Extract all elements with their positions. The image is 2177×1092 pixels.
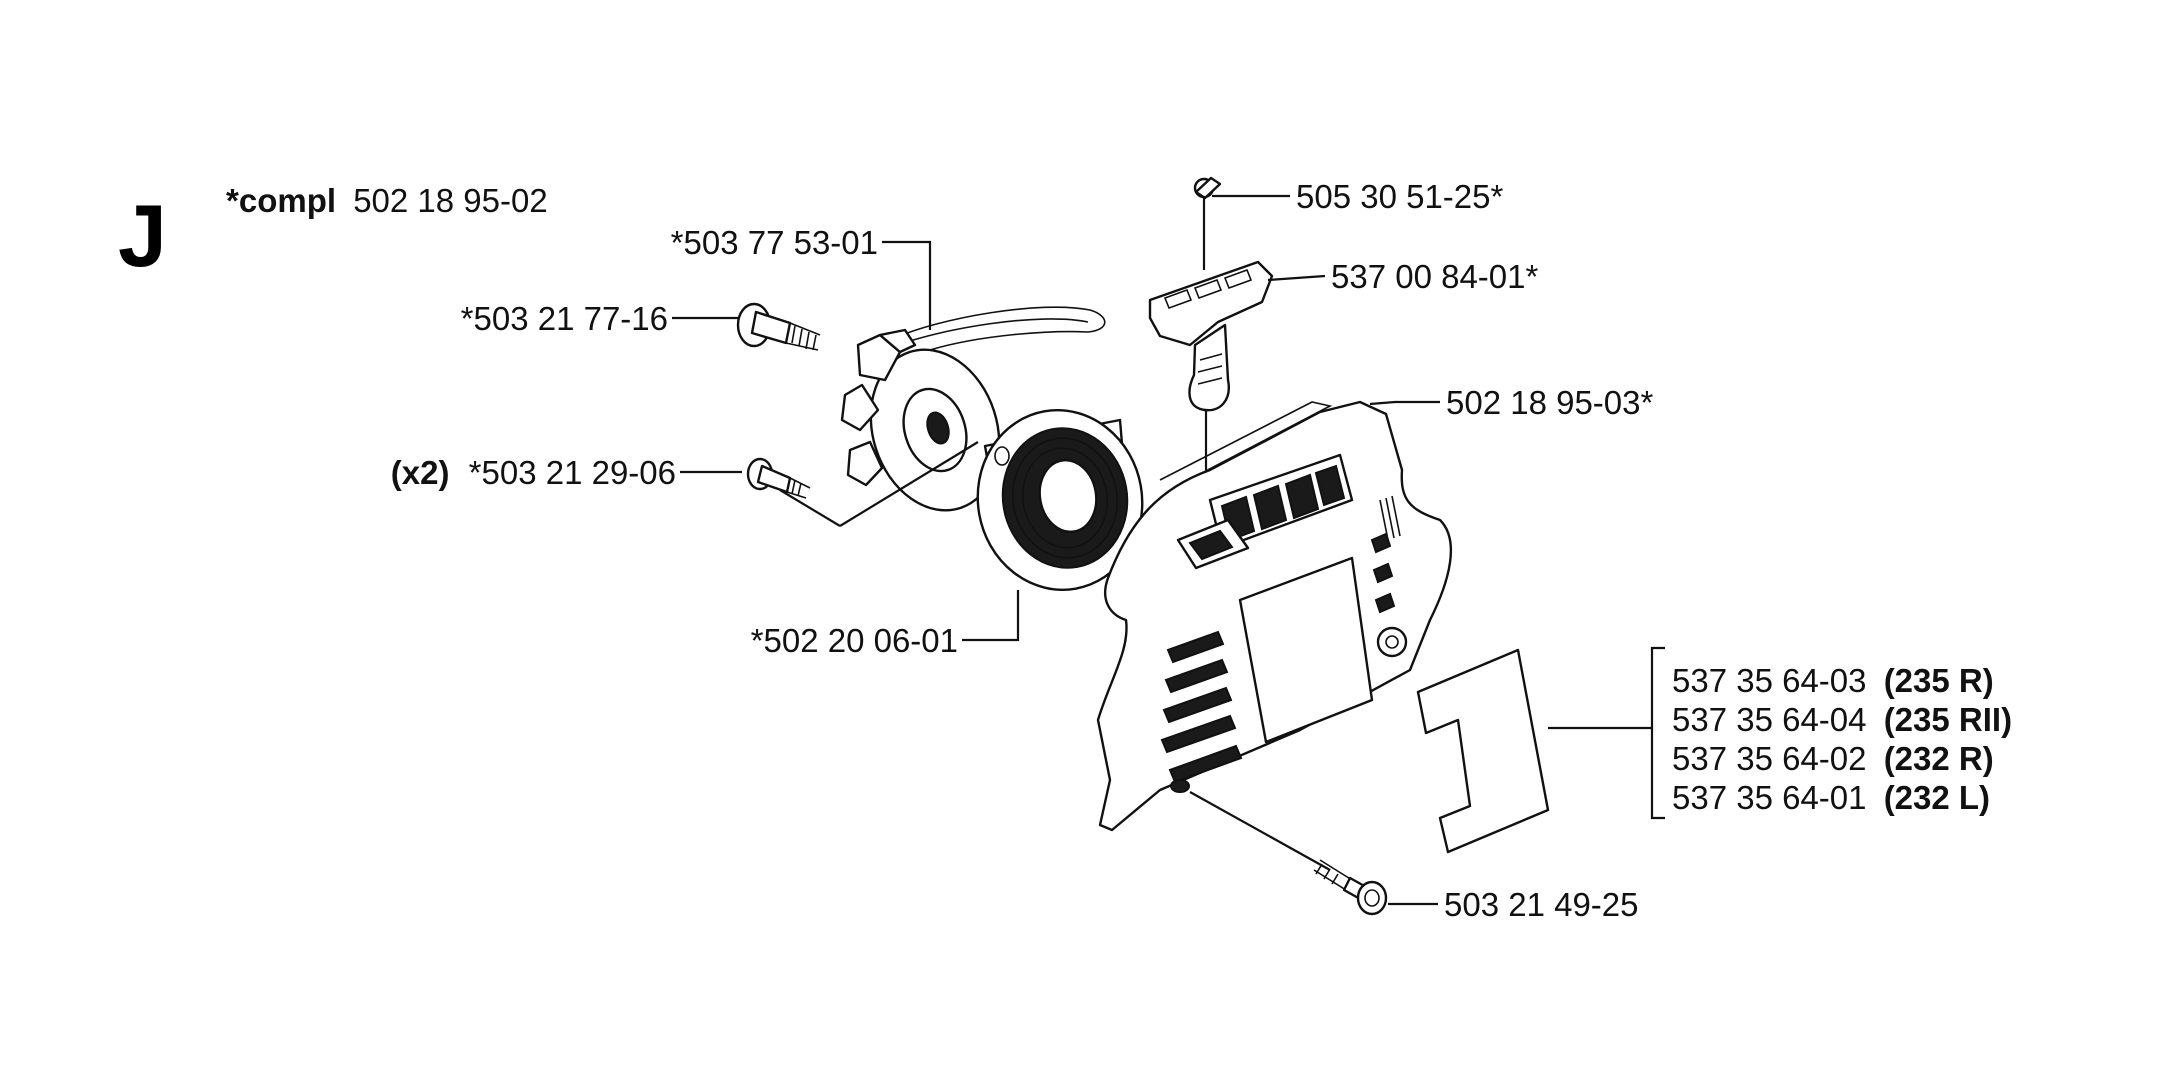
decal-option: 537 35 64-01 (232 L) (1672, 779, 1990, 816)
decal-option-number: 537 35 64-02 (1672, 740, 1867, 777)
label-spring-screw-number: *503 21 29-06 (469, 454, 676, 491)
label-spring-screw-qty: (x2) (391, 454, 450, 491)
decal-options-list: 537 35 64-03 (235 R) 537 35 64-04 (235 R… (1672, 662, 2012, 816)
decal-option: 537 35 64-04 (235 RII) (1672, 701, 2012, 738)
label-spring-screw: (x2) *503 21 29-06 (391, 454, 676, 491)
handle-pin (1193, 176, 1222, 270)
spring-cassette (976, 409, 1144, 591)
starter-housing (1096, 400, 1453, 832)
decal-option-number: 537 35 64-04 (1672, 701, 1867, 738)
section-letter: J (118, 186, 167, 285)
label-spring-cassette: *502 20 06-01 (751, 622, 958, 659)
start-handle (1148, 260, 1274, 546)
starter-pulley (840, 306, 1106, 512)
decal-option-number: 537 35 64-03 (1672, 662, 1867, 699)
leader-lines (672, 194, 1665, 906)
compl-prefix: *compl (226, 182, 336, 219)
compl-number: 502 18 95-02 (353, 182, 548, 219)
pulley-screw (736, 302, 821, 351)
label-starter-housing: 502 18 95-03* (1446, 384, 1654, 421)
decal-option: 537 35 64-03 (235 R) (1672, 662, 1994, 699)
spring-screw (746, 457, 811, 499)
decal-option-model: (235 R) (1884, 662, 1994, 699)
label-starter-pulley: *503 77 53-01 (671, 224, 878, 261)
label-housing-screw: 503 21 49-25 (1444, 886, 1639, 923)
decal-option: 537 35 64-02 (232 R) (1672, 740, 1994, 777)
label-handle-pin: 505 30 51-25* (1296, 178, 1504, 215)
decal (1416, 648, 1550, 854)
decal-option-number: 537 35 64-01 (1672, 779, 1867, 816)
decal-option-model: (232 L) (1884, 779, 1990, 816)
housing-screw (1313, 859, 1388, 916)
decal-option-model: (235 RII) (1884, 701, 2012, 738)
compl-label: *compl 502 18 95-02 (226, 182, 548, 219)
label-pulley-screw: *503 21 77-16 (461, 300, 668, 337)
decal-option-model: (232 R) (1884, 740, 1994, 777)
label-start-handle: 537 00 84-01* (1331, 258, 1539, 295)
